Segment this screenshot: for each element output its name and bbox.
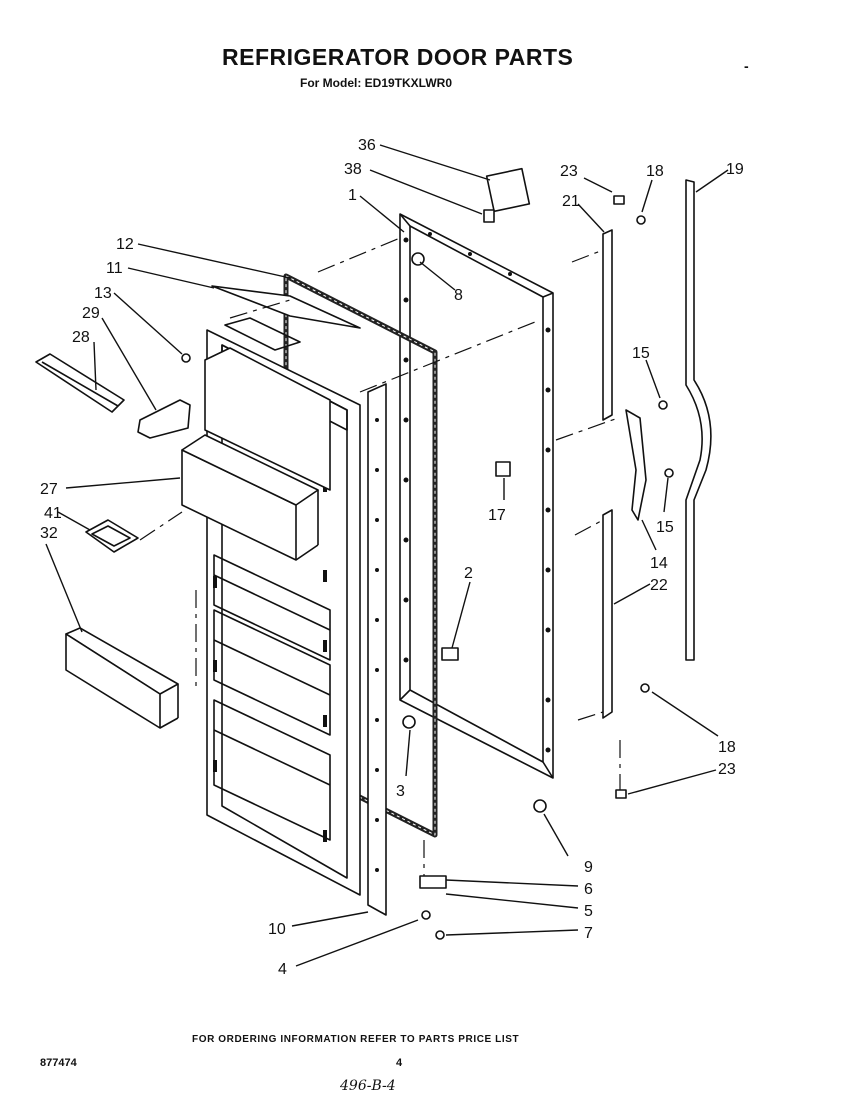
page-title: REFRIGERATOR DOOR PARTS [222,44,574,70]
ordering-note: FOR ORDERING INFORMATION REFER TO PARTS … [192,1034,520,1045]
callout-15-top: 15 [632,345,650,362]
callout-18-top: 18 [646,163,664,180]
callout-14: 14 [650,555,668,572]
callout-5: 5 [584,903,593,920]
page-number: 4 [396,1057,403,1069]
callout-2: 2 [464,565,473,582]
outer-door-panel [399,213,554,779]
callout-15-bottom: 15 [656,519,674,536]
callout-17: 17 [488,507,506,524]
callout-29: 29 [82,305,100,322]
callout-13: 13 [94,285,112,302]
callout-27: 27 [40,481,58,498]
callout-23-bottom: 23 [718,761,736,778]
dispenser-actuator [137,399,191,439]
handwritten-note: 496-B-4 [340,1078,396,1094]
trim-strip [211,285,361,351]
drip-tray [85,519,139,553]
callout-32: 32 [40,525,58,542]
handle-bracket [625,409,647,521]
front-trim [35,353,125,413]
callout-9: 9 [584,859,593,876]
lower-handle-trim [602,509,613,719]
callout-28: 28 [72,329,90,346]
callout-41: 41 [44,505,62,522]
callout-1: 1 [348,187,357,204]
callout-8: 8 [454,287,463,304]
alignment-lines [139,237,621,876]
callout-4: 4 [278,961,287,978]
callout-12: 12 [116,236,134,253]
callout-22: 22 [650,577,668,594]
small-hardware [181,167,674,940]
callout-18-bottom: 18 [718,739,736,756]
callout-23-top: 23 [560,163,578,180]
callout-labels: 36 38 1 8 12 11 13 29 28 27 41 32 23 18 … [40,137,744,978]
callout-3: 3 [396,783,405,800]
document-number: 877474 [40,1057,77,1069]
callout-11: 11 [106,260,123,277]
leader-lines [45,144,729,967]
bottom-trim [65,627,179,729]
breaker-strip [367,383,387,916]
dispenser-housing [181,347,331,561]
callout-19: 19 [726,161,744,178]
callout-6: 6 [584,881,593,898]
callout-38: 38 [344,161,362,178]
corner-mark: - [744,58,749,74]
callout-21: 21 [562,193,580,210]
callout-7: 7 [584,925,593,942]
callout-36: 36 [358,137,376,154]
model-line: For Model: ED19TKXLWR0 [300,76,453,90]
callout-10: 10 [268,921,286,938]
upper-handle-trim [602,229,613,421]
door-handle [685,179,712,661]
